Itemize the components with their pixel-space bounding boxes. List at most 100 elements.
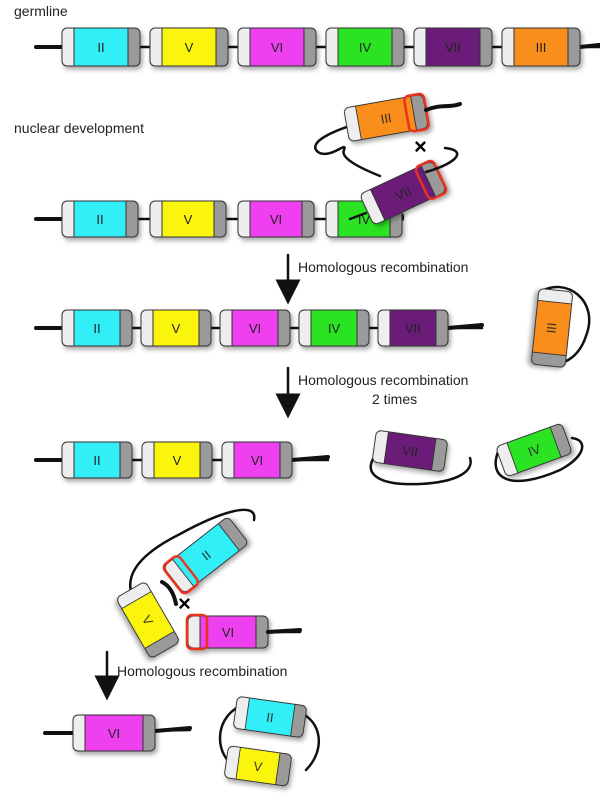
- segment-label: II: [93, 321, 100, 336]
- after-first-recombination: II V VI IV VII III: [34, 285, 591, 368]
- segment-body: [513, 27, 569, 67]
- segment-label: VI: [108, 726, 120, 741]
- segment-label: V: [173, 453, 182, 468]
- segment-vii: VII: [360, 159, 448, 225]
- right-telomere: [578, 42, 600, 49]
- segment-iii: III: [501, 27, 581, 67]
- segment-ii: II: [233, 696, 307, 738]
- vi-tail: [266, 628, 302, 634]
- segment-vi: VI: [237, 27, 317, 67]
- segment-v: V: [140, 309, 212, 347]
- segment-label: V: [184, 212, 193, 227]
- segment-iii: III: [531, 288, 573, 368]
- after-second-recombination: II V VI VII IV: [34, 423, 584, 486]
- segment-body: [531, 299, 573, 357]
- segment-vi: VI: [221, 441, 293, 479]
- segment-ii: II: [61, 441, 133, 479]
- segment-label: II: [96, 212, 103, 227]
- segment-v: V: [149, 200, 227, 238]
- segment-body: [199, 615, 257, 649]
- segment-body: [152, 309, 200, 347]
- segment-body: [506, 426, 562, 474]
- segment-body: [73, 200, 127, 238]
- segment-vi: VI: [72, 714, 156, 752]
- segment-iv: IV: [298, 309, 370, 347]
- step-label-1: Homologous recombination: [298, 259, 468, 275]
- segment-body: [310, 309, 358, 347]
- segment-v: V: [149, 27, 229, 67]
- final-right-tail: [153, 726, 192, 733]
- segment-v: V: [224, 745, 292, 787]
- segment-body: [73, 27, 129, 67]
- segment-body: [244, 697, 296, 737]
- vii-circle-line: [369, 448, 472, 486]
- segment-v: V: [141, 441, 213, 479]
- segment-vi: VI: [237, 200, 315, 238]
- loop-line: [314, 122, 382, 178]
- segment-body: [121, 590, 175, 650]
- segment-body: [73, 309, 121, 347]
- segment-vii: VII: [377, 309, 449, 347]
- segment-label: II: [265, 710, 274, 726]
- segment-iv: IV: [325, 27, 405, 67]
- segment-label: VII: [393, 183, 414, 203]
- segment-label: V: [185, 40, 194, 55]
- segment-body: [153, 441, 201, 479]
- iii-tail: [424, 102, 462, 112]
- segment-label: III: [379, 110, 392, 127]
- segment-vii: VII: [372, 430, 448, 472]
- segment-label: II: [97, 40, 104, 55]
- recombination-site: [185, 613, 209, 651]
- segment-iv: IV: [496, 423, 572, 477]
- segment-label: V: [172, 321, 181, 336]
- stage-label-nuclear-development: nuclear development: [14, 120, 144, 136]
- germline-chromosome: II V VI IV VII III: [34, 27, 600, 67]
- segment-body: [73, 441, 121, 479]
- iv-circle-line: [494, 436, 584, 483]
- segment-label: VII: [445, 40, 461, 55]
- loop-stub: [160, 580, 178, 606]
- segment-label: VII: [401, 443, 419, 460]
- segment-label: VI: [270, 212, 282, 227]
- segment-label: VI: [251, 453, 263, 468]
- segment-body: [383, 431, 437, 471]
- segment-body: [161, 200, 215, 238]
- segment-vii: VII: [413, 27, 493, 67]
- segment-body: [354, 95, 418, 141]
- segment-label: VI: [249, 321, 261, 336]
- segment-label: II: [93, 453, 100, 468]
- segment-body: [235, 746, 281, 786]
- segment-ii: II: [61, 309, 133, 347]
- segment-label: IV: [328, 321, 341, 336]
- step-label-3: Homologous recombination: [117, 663, 287, 679]
- segment-body: [389, 309, 437, 347]
- segment-label: III: [543, 322, 559, 334]
- segment-body: [249, 200, 303, 238]
- loop-line-right: [424, 146, 459, 174]
- segment-body: [249, 27, 305, 67]
- segment-ii: II: [61, 27, 141, 67]
- ii-v-loop-line: [129, 508, 256, 602]
- crossover-mark: ×: [414, 134, 427, 159]
- segment-label: IV: [526, 441, 543, 459]
- right-telomere: [446, 323, 484, 330]
- segment-vi: VI: [219, 309, 291, 347]
- stage-label-germline: germline: [14, 3, 68, 19]
- recombination-site: [414, 159, 448, 201]
- crossover-mark-2: ×: [178, 591, 191, 616]
- segment-ii: II: [61, 200, 139, 238]
- segment-vi: VI: [185, 613, 269, 651]
- segment-label: V: [253, 758, 264, 774]
- segment-label: VII: [405, 321, 421, 336]
- segment-label: VI: [222, 625, 234, 640]
- step-label-2-times: 2 times: [372, 391, 417, 407]
- segment-label: III: [536, 40, 547, 55]
- segment-label: VI: [271, 40, 283, 55]
- segment-v: V: [117, 582, 179, 658]
- final-state: VI II V: [43, 696, 320, 787]
- backbone-connector: [348, 211, 368, 221]
- segment-body: [161, 27, 217, 67]
